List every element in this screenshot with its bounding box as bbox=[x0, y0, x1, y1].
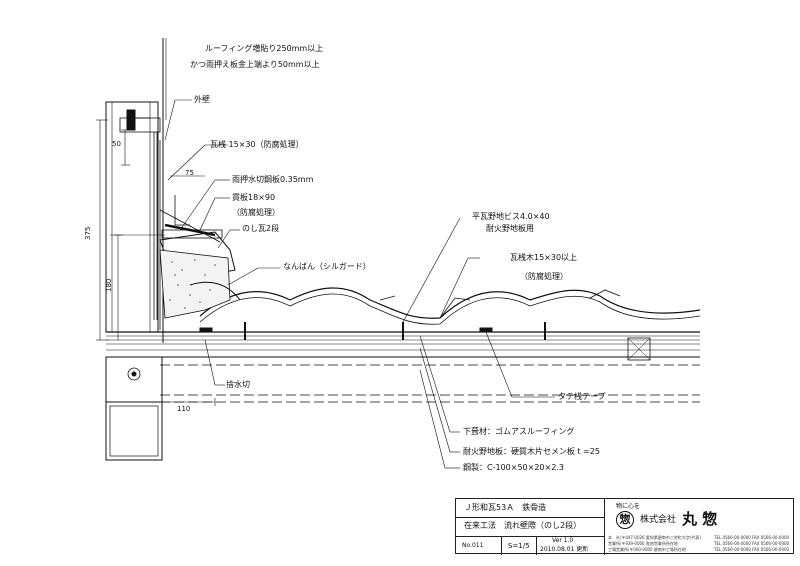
drawing-scale: S=1/5 bbox=[508, 542, 530, 550]
annotation-outer-wall: 外壁 bbox=[194, 95, 210, 104]
annotation-backing-board-2: （防腐処理） bbox=[232, 208, 280, 217]
company-motto: 物に心を bbox=[616, 503, 641, 510]
annotation-underlay: 下葺材：ゴムアスルーフィング bbox=[463, 427, 575, 436]
dimension-75: 75 bbox=[185, 169, 194, 177]
phone-line-2: TEL 0566-00-0000 FAX 0566-00-0000 bbox=[714, 541, 790, 546]
dimension-180: 180 bbox=[105, 278, 113, 292]
phone-line-3: TEL 0566-00-0000 FAX 0566-00-0000 bbox=[714, 547, 790, 552]
annotation-nanban: なんばん（シルガード） bbox=[283, 262, 371, 271]
annotation-batten-top: 瓦桟 15×30（防腐処理） bbox=[210, 140, 304, 149]
annotation-flashing: 雨押水切鋼板0.35mm bbox=[232, 175, 314, 184]
title-block: Ｊ形和瓦53Ａ 鉄骨造 在来工法 流れ壁際（のし2段） No.011 S=1/5… bbox=[455, 498, 794, 555]
annotation-steel: 鋼製：C-100×50×20×2.3 bbox=[463, 463, 564, 472]
drawing-title-2: 在来工法 流れ壁際（のし2段） bbox=[464, 521, 582, 530]
dimension-110: 110 bbox=[177, 405, 191, 413]
phone-line-1: TEL 0566-00-0000 FAX 0566-00-0000 bbox=[714, 535, 790, 540]
annotation-noshi-tile: のし瓦2段 bbox=[242, 224, 280, 233]
dimension-375: 375 bbox=[84, 226, 92, 240]
annotation-roofing-note-2: かつ雨押え板金上端より50mm以上 bbox=[190, 60, 320, 69]
annotation-drip: 捨水切 bbox=[226, 380, 250, 389]
drawing-version: Ver 1.0 bbox=[552, 537, 574, 544]
annotation-backing-board-1: 貫板18×90 bbox=[232, 193, 276, 202]
drawing-title-1: Ｊ形和瓦53Ａ 鉄骨造 bbox=[464, 503, 547, 512]
address-line-3: 工場営業所/〒000-0000 碧南市工場所在地 bbox=[608, 547, 686, 552]
annotation-batten-right-1: 瓦桟木15×30以上 bbox=[510, 253, 578, 262]
dimension-50: 50 bbox=[112, 140, 121, 148]
annotation-screw-1: 平瓦野地ビス4.0×40 bbox=[472, 212, 550, 221]
company-name: 丸 惣 bbox=[682, 510, 718, 528]
drawing-date: 2010.08.01 更新 bbox=[540, 546, 589, 553]
address-line-1: 本 社/〒447-0026 愛知県碧南市三宅町大字(代表) bbox=[608, 535, 701, 540]
annotation-tate-tape: タテ桟テープ bbox=[558, 392, 606, 401]
company-seal-icon: 惣 bbox=[616, 511, 634, 529]
annotation-roofing-note-1: ルーフィング増貼り250mm以上 bbox=[205, 44, 324, 53]
drawing-number: No.011 bbox=[462, 542, 484, 549]
company-prefix: 株式会社 bbox=[640, 515, 677, 525]
annotation-batten-right-2: （防腐処理） bbox=[520, 272, 568, 281]
annotation-fire-deck: 耐火野地板：硬質木片セメン板 t =25 bbox=[463, 447, 600, 456]
annotation-screw-2: 耐火野地板用 bbox=[486, 224, 534, 233]
address-line-2: 営業所/〒939-0000 各地営業所所在地 bbox=[608, 541, 678, 546]
